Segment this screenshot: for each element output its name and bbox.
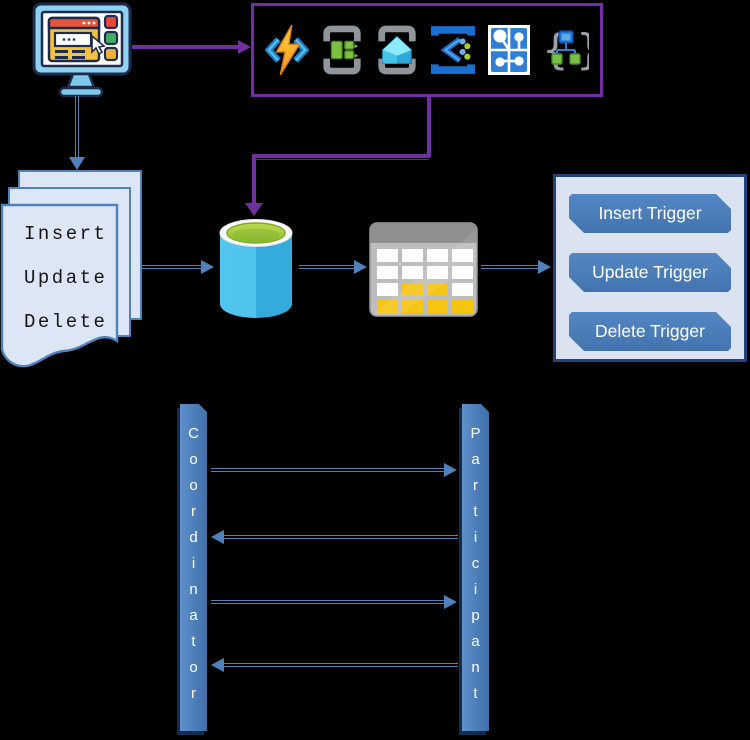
- storage-table-icon: [369, 222, 478, 317]
- coordinator-lifeline: Coordinator: [180, 404, 207, 731]
- svg-text:}: }: [576, 25, 589, 74]
- stream-analytics-icon: [430, 26, 475, 74]
- services-box: { }: [251, 3, 603, 97]
- participant-lifeline: Participant: [462, 404, 489, 731]
- event-grid-icon: [323, 25, 361, 75]
- delete-trigger-button: Delete Trigger: [569, 312, 731, 351]
- document-operation-update: Update: [24, 267, 108, 289]
- delete-trigger-label: Delete Trigger: [595, 321, 705, 341]
- participant-label: Participant: [467, 424, 484, 711]
- api-code-icon: { }: [543, 25, 589, 74]
- insert-trigger-button: Insert Trigger: [569, 194, 731, 233]
- update-trigger-label: Update Trigger: [592, 262, 708, 282]
- document-operation-delete: Delete: [24, 311, 108, 333]
- sql-database-icon: [219, 219, 293, 318]
- client-computer-icon: [32, 2, 132, 98]
- document-operations: Insert Update Delete: [24, 212, 120, 344]
- update-trigger-button: Update Trigger: [569, 253, 731, 292]
- service-bus-icon: [487, 25, 530, 75]
- azure-functions-icon: [265, 24, 310, 76]
- insert-trigger-label: Insert Trigger: [598, 203, 702, 223]
- triggers-panel: Insert Trigger Update Trigger Delete Tri…: [553, 174, 747, 362]
- event-hubs-icon: [378, 25, 417, 75]
- coordinator-label: Coordinator: [185, 424, 202, 711]
- document-page-front: [0, 203, 119, 368]
- document-operation-insert: Insert: [24, 223, 108, 245]
